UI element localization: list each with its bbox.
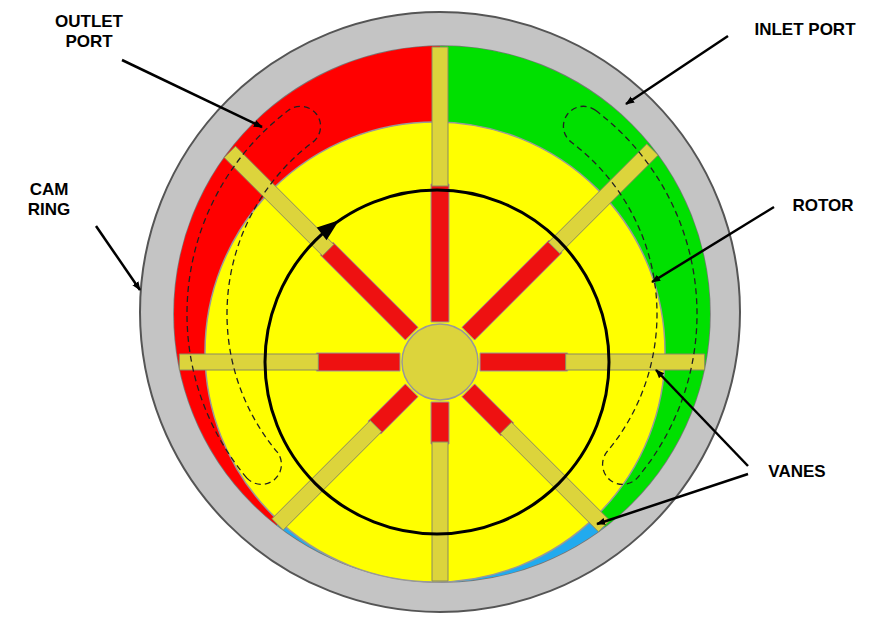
leader-line xyxy=(122,60,262,127)
part-label: VANES xyxy=(752,462,842,482)
vane xyxy=(548,144,658,254)
leader-line xyxy=(652,207,774,282)
cam-ring xyxy=(140,12,740,612)
part-label: CAM RING xyxy=(14,180,84,220)
rotor-hub xyxy=(402,324,478,400)
vane-slot xyxy=(480,353,568,371)
leader-line xyxy=(656,370,748,466)
vane xyxy=(566,354,705,370)
vane xyxy=(432,442,448,581)
vane xyxy=(179,354,318,370)
vane-slot xyxy=(320,242,418,340)
inlet-port-outline xyxy=(563,106,697,484)
rotor xyxy=(205,122,665,582)
vane-slot xyxy=(316,353,400,371)
part-label: OUTLET PORT xyxy=(30,12,148,52)
vane xyxy=(432,47,448,186)
rotation-arrow xyxy=(317,220,339,240)
part-label: ROTOR xyxy=(778,196,868,216)
part-label: INLET PORT xyxy=(735,20,875,40)
leader-line xyxy=(626,36,728,104)
rotation-circle xyxy=(265,190,609,534)
vane-slot xyxy=(431,184,449,322)
leader-line xyxy=(597,474,748,524)
vane-slot xyxy=(462,240,562,340)
leader-line xyxy=(96,226,140,290)
vane-slot xyxy=(431,402,449,444)
vane xyxy=(272,420,382,530)
outlet-port-outline xyxy=(187,106,321,484)
